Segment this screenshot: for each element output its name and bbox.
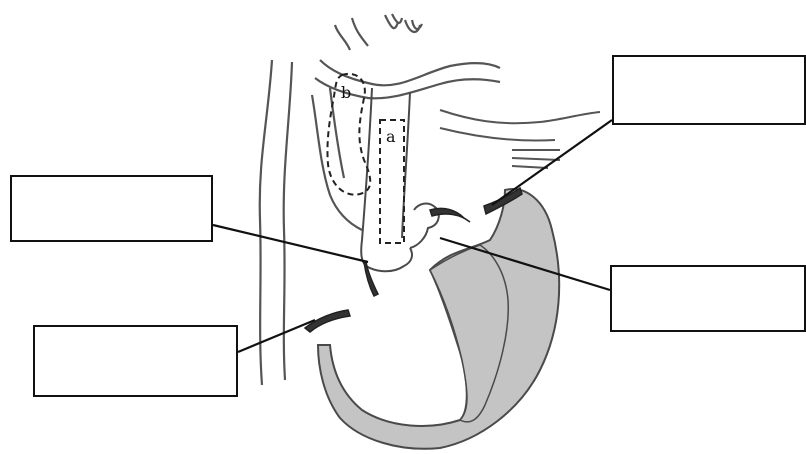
region-b-marker: b	[341, 83, 351, 102]
aortic-arch	[312, 14, 500, 230]
leader-line-left-middle	[213, 225, 368, 262]
heart-muscle	[318, 189, 559, 449]
leader-line-top-right	[492, 120, 612, 205]
label-box-left-lower[interactable]	[33, 325, 238, 397]
ventricle-wall	[318, 189, 559, 449]
label-box-top-right[interactable]	[612, 55, 806, 125]
pulmonary-veins	[440, 110, 600, 168]
mitral-valve-flap	[430, 208, 470, 222]
leader-line-left-lower	[238, 320, 315, 352]
aortic-valve-flap	[364, 262, 378, 296]
region-a-marker: a	[386, 127, 396, 146]
label-box-left-middle[interactable]	[10, 175, 213, 242]
label-box-right-lower[interactable]	[610, 265, 806, 332]
